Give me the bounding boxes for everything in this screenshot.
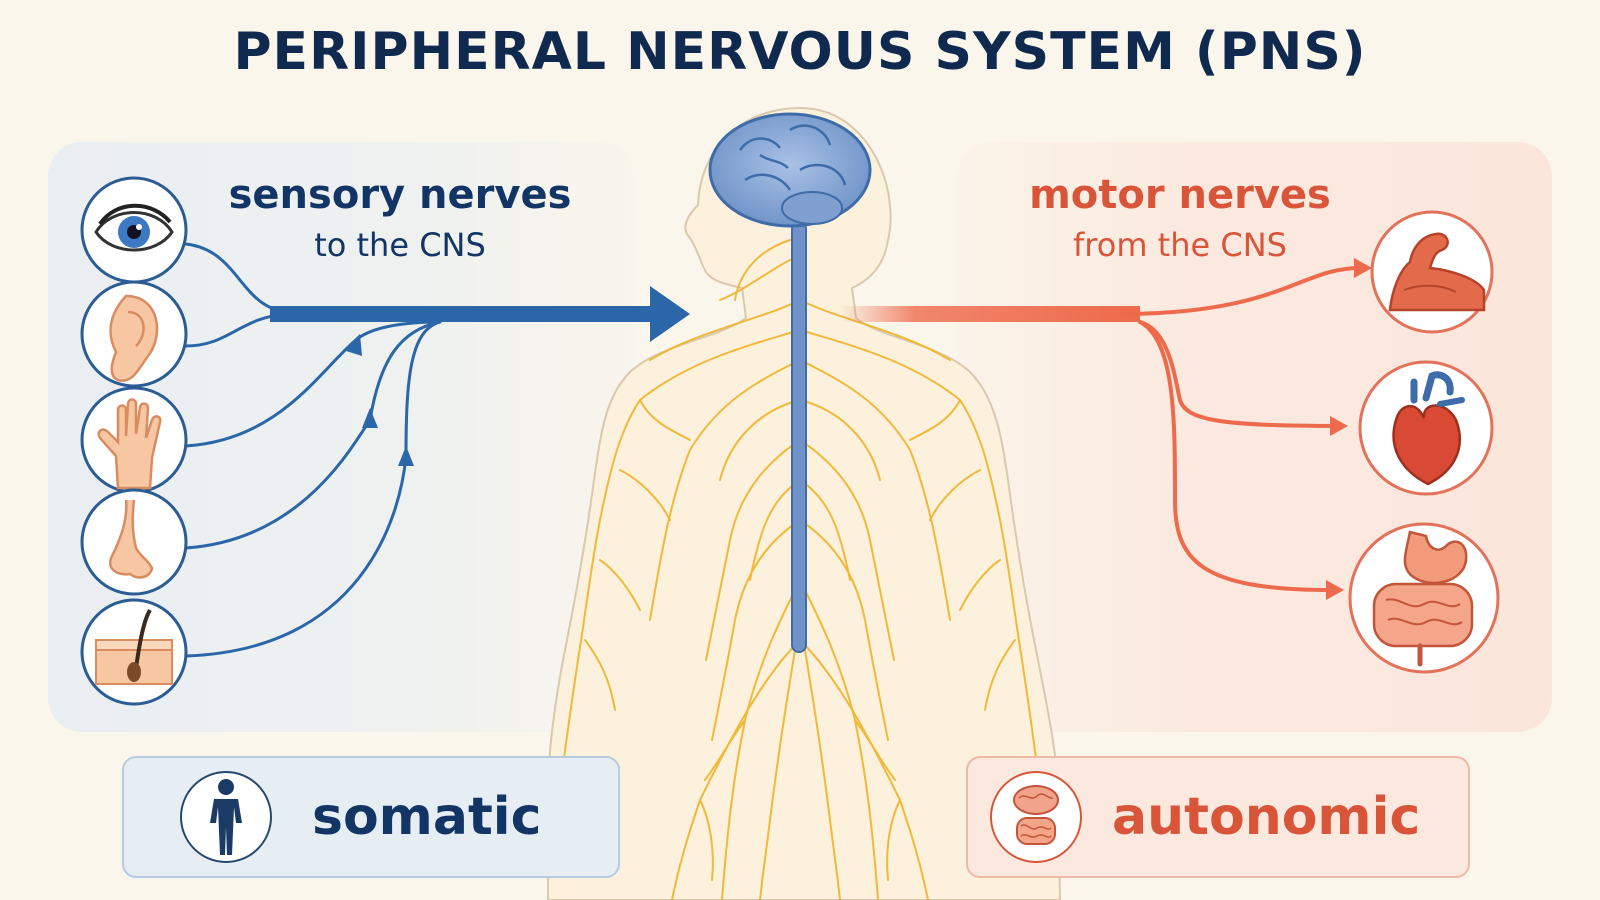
organ-eye (80, 176, 188, 284)
organ-ear (80, 280, 188, 388)
sensory-heading: sensory nerves (228, 172, 572, 218)
legend-autonomic: autonomic (966, 756, 1470, 878)
motor-heading: motor nerves (1029, 172, 1331, 218)
nose-icon (109, 499, 154, 579)
target-heart (1358, 360, 1494, 496)
organ-skin (80, 598, 188, 706)
hand-icon (97, 398, 162, 490)
sensory-pathways (184, 242, 442, 658)
organ-nose (80, 488, 188, 596)
page-title: PERIPHERAL NERVOUS SYSTEM (PNS) (233, 22, 1367, 82)
nerve-network (559, 239, 1041, 900)
somatic-label: somatic (312, 787, 542, 847)
legend-somatic: somatic (122, 756, 620, 878)
heart-icon (1392, 371, 1465, 486)
motor-subheading: from the CNS (1073, 226, 1287, 264)
skin-icon (95, 608, 173, 685)
sensory-subheading: to the CNS (314, 226, 486, 264)
sensory-arrowhead-mid2 (362, 408, 378, 428)
person-icon (210, 779, 242, 855)
spinal-cord (791, 221, 807, 653)
brain-icon (708, 112, 872, 228)
sensory-arrowhead-mid1 (343, 334, 362, 356)
motor-arrowhead-heart (1330, 416, 1348, 436)
motor-arrowhead-muscle (1354, 258, 1372, 278)
sensory-arrowhead-mid3 (398, 446, 414, 466)
organs-icon (1013, 785, 1059, 845)
muscle-icon (1388, 232, 1486, 312)
somatic-badge (180, 771, 272, 863)
eye-icon (94, 203, 174, 252)
digestive-icon (1372, 530, 1474, 667)
ear-icon (109, 294, 159, 382)
target-muscle (1370, 210, 1494, 334)
autonomic-label: autonomic (1112, 787, 1421, 847)
autonomic-badge (990, 771, 1082, 863)
motor-main-trunk (840, 306, 1140, 322)
organ-hand (80, 386, 188, 494)
target-digestive (1348, 522, 1500, 674)
motor-pathways (1118, 266, 1362, 592)
sensory-main-arrow (270, 286, 690, 342)
motor-arrowhead-digestive (1326, 580, 1344, 600)
